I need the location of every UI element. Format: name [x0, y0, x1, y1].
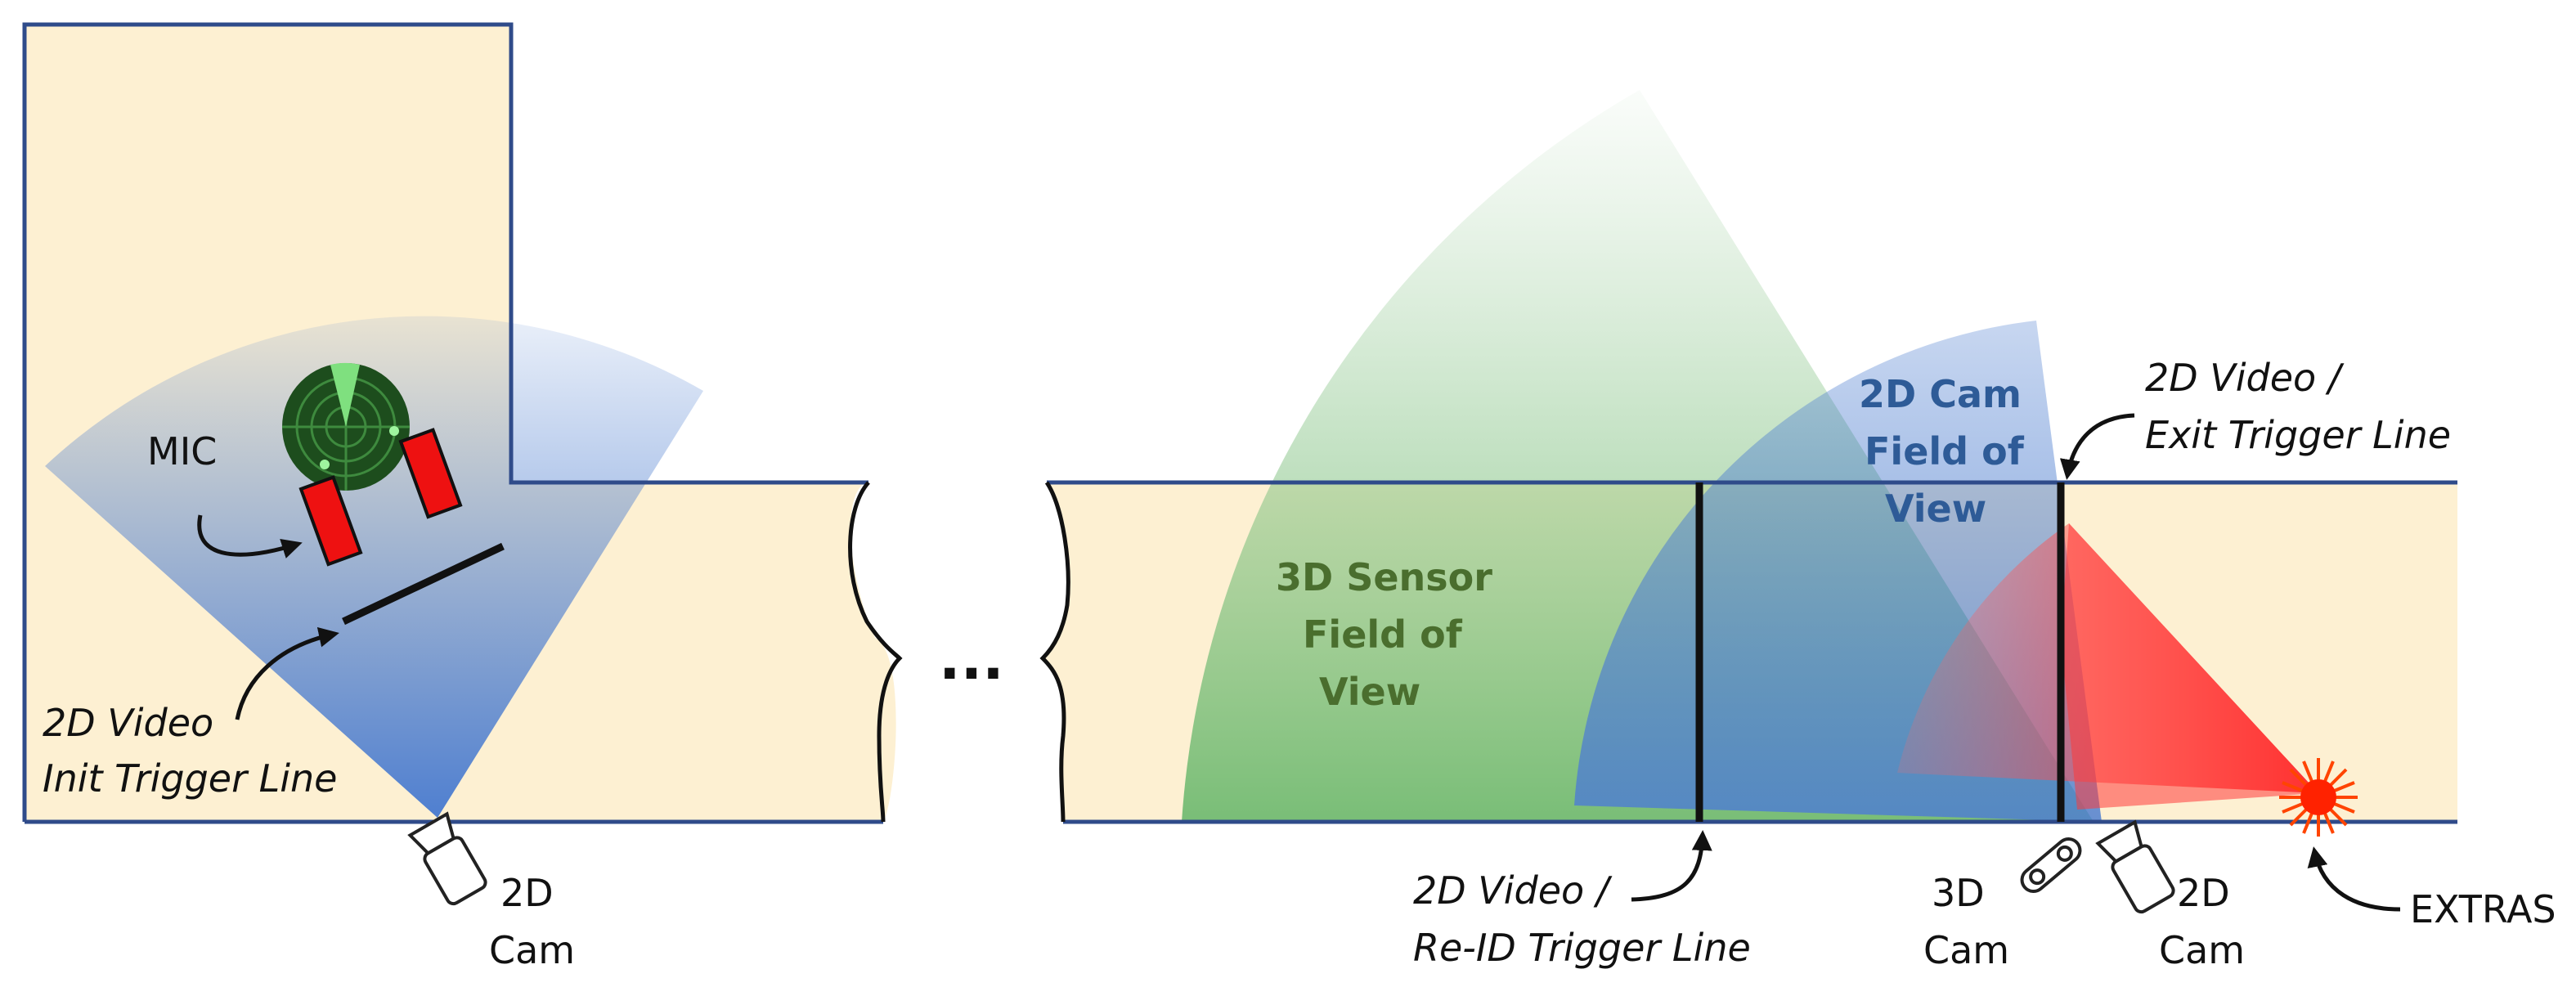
- right-corridor: [1039, 90, 2457, 824]
- exit-trigger-arrow: [2059, 413, 2135, 480]
- reid-trigger-arrow: [1631, 830, 1712, 902]
- 3d-cam-icon: [2020, 837, 2082, 893]
- 2d-cam-fov-label-3: View: [1885, 487, 1986, 531]
- 2d-cam-fov-label-2: Field of: [1865, 429, 2025, 473]
- 3d-sensor-label-3: View: [1319, 670, 1420, 714]
- mic-red-block-right: [398, 428, 463, 519]
- 2d-cam-fov-label-1: 2D Cam: [1859, 372, 2022, 416]
- right-break-brace: [1039, 481, 1070, 823]
- left-break-brace: [848, 481, 903, 823]
- extras-label: EXTRAS: [2410, 887, 2556, 931]
- extras-burst-icon: [2279, 758, 2358, 837]
- mic-label: MIC: [147, 429, 217, 473]
- right-2d-camera-icon: [2095, 819, 2175, 914]
- left-cam-fov: [45, 316, 703, 819]
- reid-trigger-label-2: Re-ID Trigger Line: [1413, 926, 1751, 970]
- 3d-cam-label-2: Cam: [1923, 928, 2009, 972]
- ellipsis: ...: [939, 626, 1004, 693]
- mic-arrow: [197, 514, 303, 559]
- mic-red-block-left: [298, 475, 363, 567]
- 3d-cam-label-1: 3D: [1932, 871, 1985, 915]
- exit-trigger-label-1: 2D Video /: [2145, 356, 2345, 400]
- reid-trigger-label-1: 2D Video /: [1413, 868, 1613, 913]
- radar-sweep: [330, 362, 360, 427]
- left-room-outline: [22, 22, 868, 822]
- right-cam-label-2: Cam: [2159, 928, 2245, 972]
- 3d-sensor-label-1: 3D Sensor: [1276, 555, 1492, 599]
- right-cam-label-1: 2D: [2177, 871, 2230, 915]
- init-trigger-label-2: Init Trigger Line: [43, 756, 337, 801]
- 3d-sensor-label-2: Field of: [1303, 612, 1463, 657]
- extras-arrow: [2307, 846, 2401, 912]
- init-trigger-label-1: 2D Video: [43, 701, 213, 745]
- left-room: [22, 22, 903, 824]
- init-trigger-line: [342, 542, 505, 626]
- left-cam-label-1: 2D: [500, 871, 554, 915]
- mic-robot: [282, 362, 463, 567]
- exit-trigger-label-2: Exit Trigger Line: [2145, 413, 2451, 457]
- init-trigger-arrow: [235, 626, 339, 720]
- left-cam-label-2: Cam: [489, 928, 575, 972]
- left-2d-camera-icon: [407, 811, 487, 906]
